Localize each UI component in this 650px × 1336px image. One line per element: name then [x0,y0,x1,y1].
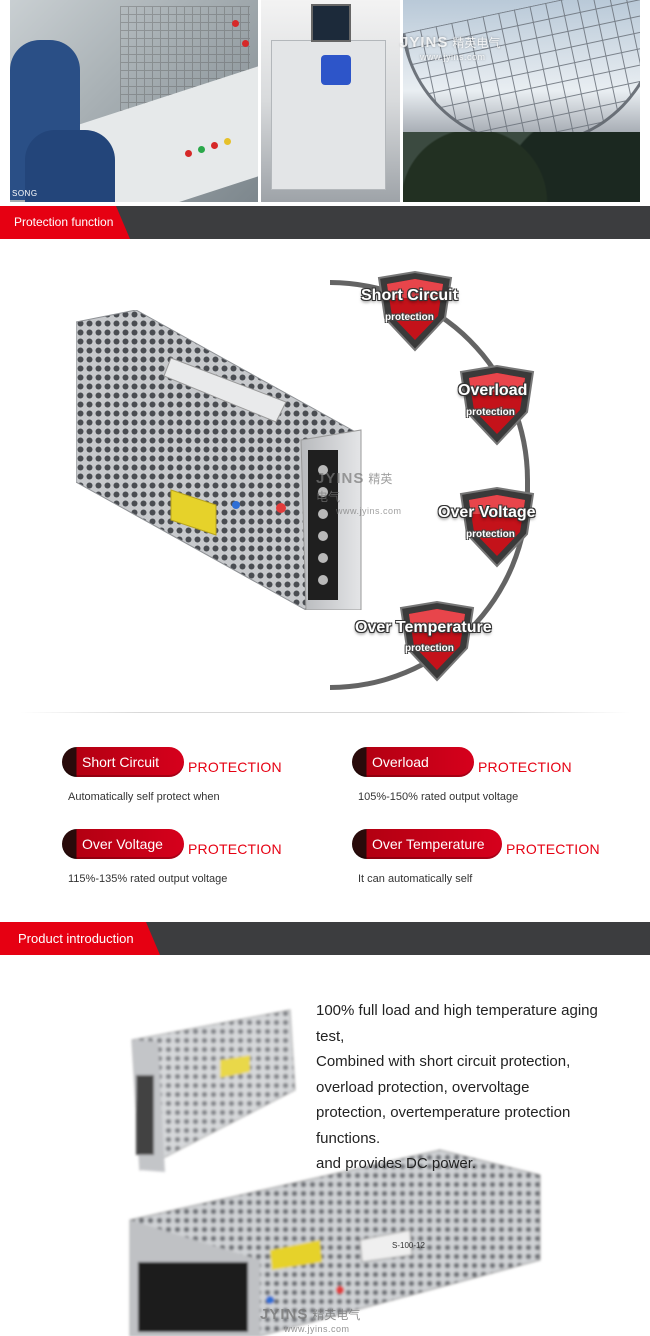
feature-pill: Over Temperature [352,829,502,859]
feature-description: It can automatically self [358,873,473,885]
shield-icon [455,486,539,568]
feature-suffix: PROTECTION [478,759,572,775]
product-watermark-brand-cn: 精英电气 [312,1308,361,1322]
badge-subtitle: protection [385,312,434,323]
feature-description: 115%-135% rated output voltage [68,873,228,885]
badge-subtitle: protection [466,407,515,418]
intro-line: and provides DC power. [316,1155,477,1172]
intro-line: Combined with short circuit protection, [316,1053,571,1070]
badge-title: Overload [458,382,528,399]
intro-line: protection, overtemperature protection [316,1104,571,1121]
feature-suffix: PROTECTION [188,759,282,775]
product-model-label: S-100-12 [392,1241,425,1250]
watermark-brand: JYINS [400,34,449,51]
feature-suffix: PROTECTION [188,841,282,857]
product-watermark-brand: JYINS [260,1306,309,1323]
section-header-introduction: Product introduction [0,922,650,955]
feature-description: Automatically self protect when [68,791,220,803]
badge-title: Short Circuit [361,287,458,304]
intro-line: test, [316,1027,345,1045]
badge-subtitle: protection [466,529,515,540]
intro-line: overload protection, overvoltage [316,1078,530,1096]
badge-title: Over Voltage [438,504,536,521]
section-tab-protection: Protection function [0,206,130,239]
watermark-url: www.jyins.com [420,52,486,62]
feature-description: 105%-150% rated output voltage [358,791,519,803]
feature-suffix: PROTECTION [506,841,600,857]
control-room-photo: SONG [10,0,258,202]
product-watermark-url: www.jyins.com [284,1324,350,1334]
shield-icon [395,600,479,682]
feature-pill: Overload [352,747,474,777]
shield-icon [373,270,457,352]
feature-pill: Short Circuit [62,747,184,777]
photo-caption: SONG [12,189,38,198]
divider [20,712,630,713]
satellite-dish-photo [403,0,640,202]
introduction-text: 100% full load and high temperature agin… [316,998,616,1177]
section-tab-introduction: Product introduction [0,922,160,955]
watermark-brand-cn: 精英电气 [452,36,501,50]
shield-icon [455,364,539,446]
intro-line: 100% full load and high temperature agin… [316,1002,598,1019]
badge-title: Over Temperature [355,619,492,636]
intro-line: functions. [316,1129,381,1147]
badge-subtitle: protection [405,643,454,654]
feature-pill: Over Voltage [62,829,184,859]
section-header-protection: Protection function [0,206,650,239]
machine-photo [261,0,400,202]
